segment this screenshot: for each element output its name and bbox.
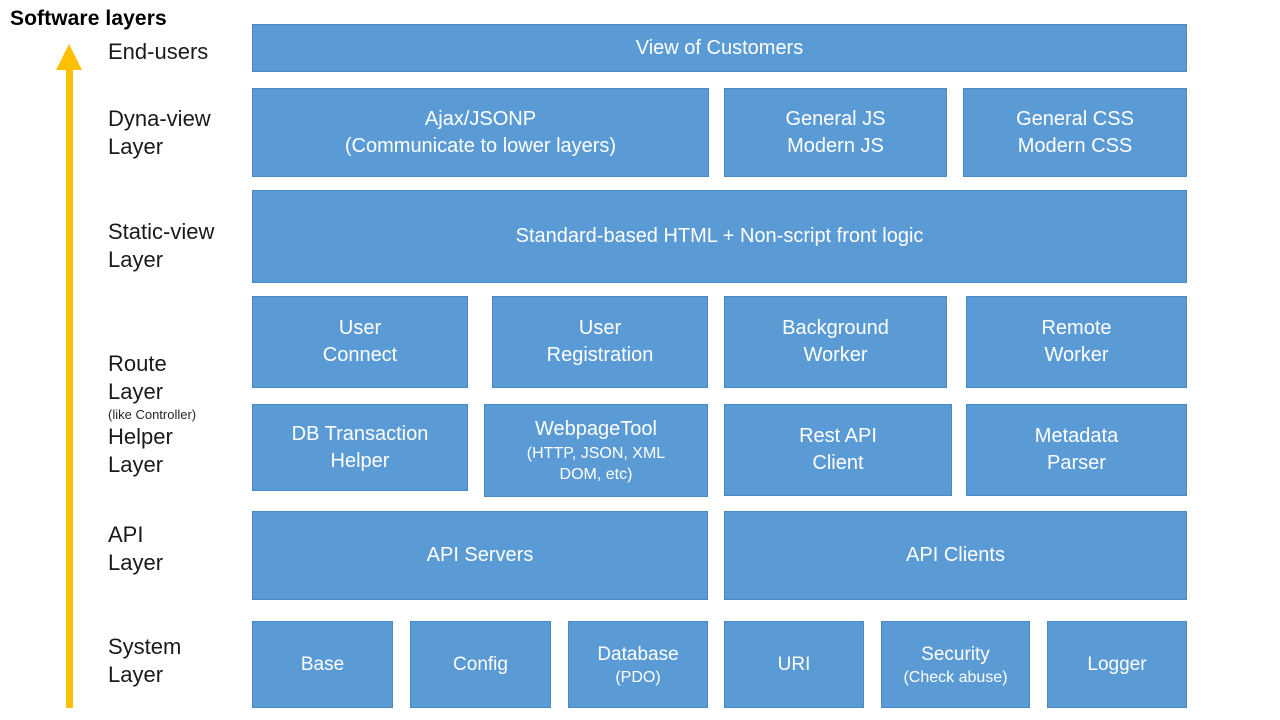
layer-label-helper: Helper Layer (108, 424, 173, 477)
layer-label-static-view: Static-view Layer (108, 219, 215, 272)
box-api-servers[interactable]: API Servers (252, 511, 708, 600)
box-database-sub: (PDO) (615, 668, 661, 686)
box-view-of-customers[interactable]: View of Customers (252, 24, 1187, 72)
box-config[interactable]: Config (410, 621, 551, 708)
box-base[interactable]: Base (252, 621, 393, 708)
box-general-css[interactable]: General CSS Modern CSS (963, 88, 1187, 177)
layer-label-end-users: End-users (108, 39, 209, 64)
box-user-registration[interactable]: User Registration (492, 296, 708, 388)
box-security-sub: (Check abuse) (903, 668, 1008, 686)
upward-arrow (52, 44, 88, 708)
box-security-title: Security (921, 643, 990, 665)
box-database-title: Database (597, 643, 679, 665)
box-db-transaction-helper[interactable]: DB Transaction Helper (252, 404, 468, 491)
box-remote-worker[interactable]: Remote Worker (966, 296, 1187, 388)
box-user-connect[interactable]: User Connect (252, 296, 468, 388)
box-general-js[interactable]: General JS Modern JS (724, 88, 947, 177)
box-uri[interactable]: URI (724, 621, 864, 708)
box-metadata-parser[interactable]: Metadata Parser (966, 404, 1187, 496)
box-database[interactable]: Database (PDO) (568, 621, 708, 708)
layer-label-dyna-view: Dyna-view Layer (108, 106, 211, 159)
arrow-shaft (66, 60, 73, 708)
box-rest-api-client[interactable]: Rest API Client (724, 404, 952, 496)
box-webpage-tool-sub: (HTTP, JSON, XML DOM, etc) (526, 445, 666, 483)
box-standard-html[interactable]: Standard-based HTML + Non-script front l… (252, 190, 1187, 283)
box-background-worker[interactable]: Background Worker (724, 296, 947, 388)
layer-label-route-text: Route Layer (108, 351, 167, 404)
layer-label-route: Route Layer (like Controller) (108, 322, 196, 451)
box-security[interactable]: Security (Check abuse) (881, 621, 1030, 708)
box-webpage-tool[interactable]: WebpageTool (HTTP, JSON, XML DOM, etc) (484, 404, 708, 497)
layer-label-route-sublabel: (like Controller) (108, 407, 197, 422)
box-webpage-tool-title: WebpageTool (535, 418, 657, 440)
box-logger[interactable]: Logger (1047, 621, 1187, 708)
page-title: Software layers (10, 7, 167, 30)
box-ajax-jsonp[interactable]: Ajax/JSONP (Communicate to lower layers) (252, 88, 709, 177)
box-api-clients[interactable]: API Clients (724, 511, 1187, 600)
layer-label-system: System Layer (108, 634, 182, 687)
layer-label-api: API Layer (108, 522, 164, 575)
